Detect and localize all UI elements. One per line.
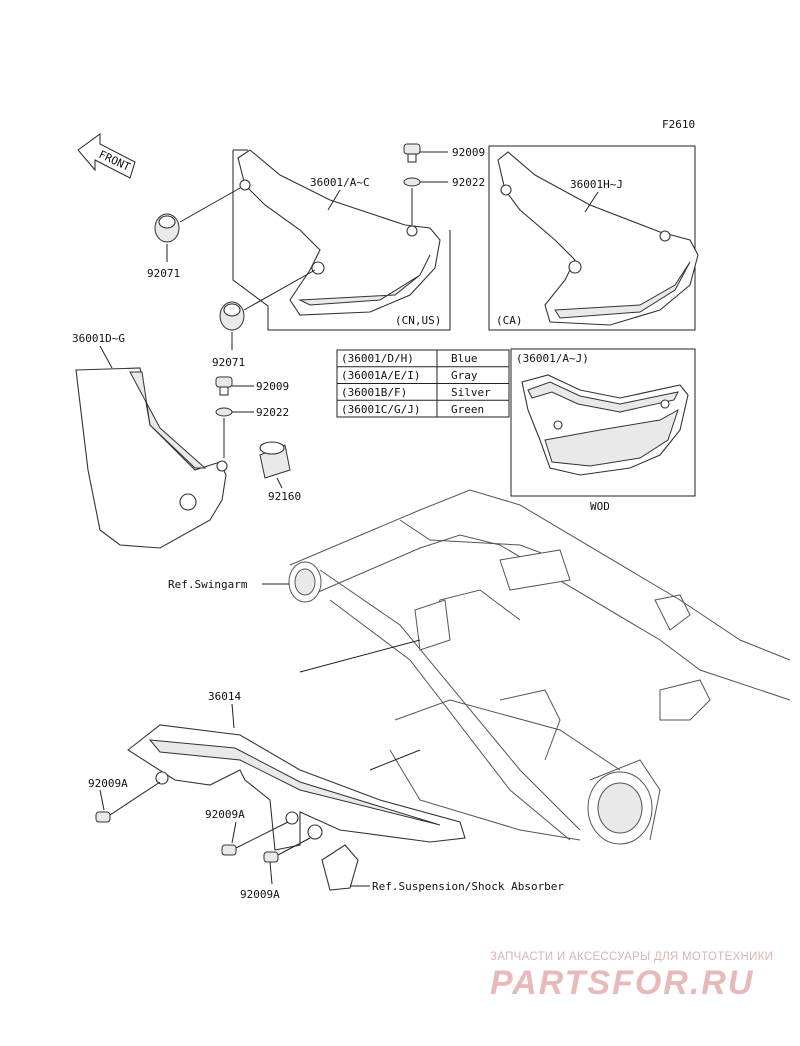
color-row-parts: (36001B/F) xyxy=(341,386,407,399)
bolt-icon xyxy=(263,851,279,863)
shock-mount-bracket xyxy=(321,844,359,891)
label-collar: 92160 xyxy=(268,490,301,503)
washer-icon xyxy=(403,177,421,187)
label-bolt-top: 92009 xyxy=(452,146,485,159)
watermark: ЗАПЧАСТИ И АКСЕССУАРЫ ДЛЯ МОТОТЕХНИКИ PA… xyxy=(490,951,773,1002)
front-arrow-icon: FRONT xyxy=(77,133,136,179)
label-bolt-a1: 92009A xyxy=(88,777,128,790)
label-chain-guard: 36014 xyxy=(208,690,241,703)
wod-group: (36001/A~J) WOD xyxy=(510,348,696,513)
color-row-parts: (36001C/G/J) xyxy=(341,403,420,416)
label-cover-ca: 36001H~J xyxy=(570,178,623,191)
side-cover-cn-us-shade xyxy=(298,254,431,306)
watermark-logo: PARTSFOR.RU xyxy=(490,964,754,1002)
watermark-line1: ЗАПЧАСТИ И АКСЕССУАРЫ ДЛЯ МОТОТЕХНИКИ xyxy=(490,951,773,963)
bolt-washer-left: 92009 92022 xyxy=(215,376,289,458)
figure-code: F2610 xyxy=(662,118,695,131)
color-table: (36001/D/H) Blue (36001A/E/I) Gray (3600… xyxy=(336,349,510,418)
color-row-color: Silver xyxy=(451,386,491,399)
color-row-parts: (36001A/E/I) xyxy=(341,369,420,382)
washer-icon xyxy=(215,407,233,417)
side-cover-cn-us xyxy=(237,149,441,316)
cover-left-group: 36001D~G xyxy=(72,332,228,549)
grommet-top: 92071 xyxy=(147,187,241,280)
label-region-ca: (CA) xyxy=(496,314,523,327)
label-cover-cn-us: 36001/A~C xyxy=(310,176,370,189)
label-ref-suspension: Ref.Suspension/Shock Absorber xyxy=(372,880,564,893)
bolt-icon xyxy=(215,376,233,388)
collar: 92160 xyxy=(259,441,301,503)
label-bolt-left: 92009 xyxy=(256,380,289,393)
label-grommet-bottom: 92071 xyxy=(212,356,245,369)
bolt-washer-top: 92009 92022 xyxy=(403,143,485,225)
label-ref-swingarm: Ref.Swingarm xyxy=(168,578,248,591)
label-bolt-a2: 92009A xyxy=(205,808,245,821)
label-cover-left: 36001D~G xyxy=(72,332,125,345)
label-washer-top: 92022 xyxy=(452,176,485,189)
bolts-92009a: 92009A 92009A 92009A xyxy=(88,777,311,901)
color-row-parts: (36001/D/H) xyxy=(341,352,414,365)
color-row-color: Green xyxy=(451,403,484,416)
box-ca xyxy=(488,145,696,331)
label-wod-header: (36001/A~J) xyxy=(516,352,589,365)
grommet-bottom: 92071 xyxy=(212,269,316,369)
cover-cn-us-group: 36001/A~C (CN,US) xyxy=(232,149,451,331)
label-bolt-a3: 92009A xyxy=(240,888,280,901)
label-region-cn-us: (CN,US) xyxy=(395,314,441,327)
box-wod xyxy=(510,348,696,497)
label-washer-left: 92022 xyxy=(256,406,289,419)
side-cover-ca xyxy=(497,151,699,326)
swingarm xyxy=(288,489,791,845)
bolt-icon xyxy=(403,143,421,155)
side-cover-left xyxy=(75,367,227,549)
color-row-color: Gray xyxy=(451,369,478,382)
label-wod: WOD xyxy=(590,500,610,513)
label-grommet-top: 92071 xyxy=(147,267,180,280)
color-row-color: Blue xyxy=(451,352,478,365)
cover-ca-group: 36001H~J (CA) xyxy=(488,145,699,331)
bolt-icon xyxy=(221,844,237,856)
chain-guard-group: 36014 xyxy=(127,639,466,891)
bolt-icon xyxy=(95,811,111,823)
